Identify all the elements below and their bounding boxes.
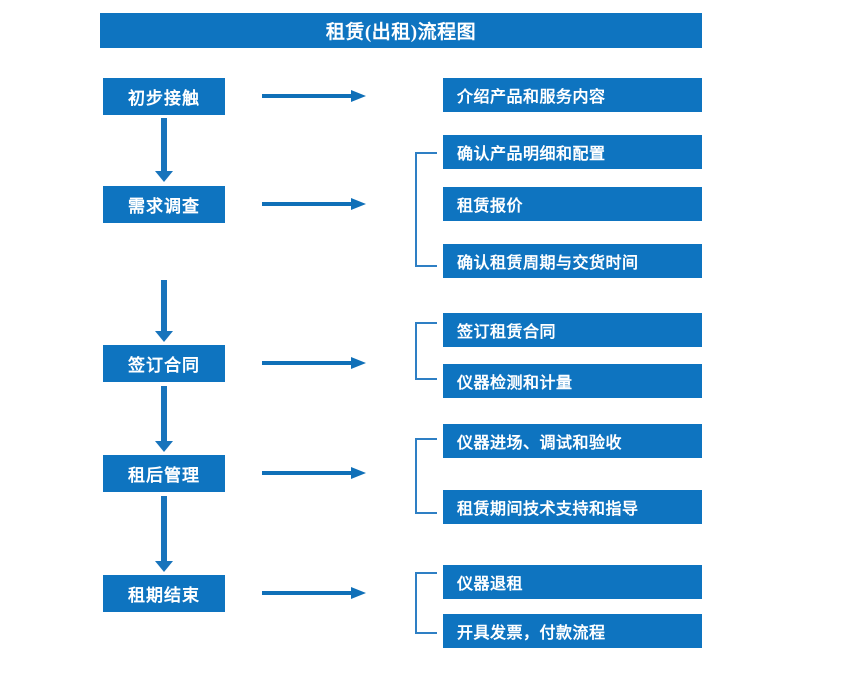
stage-box-2[interactable]: 需求调查	[103, 186, 225, 223]
arrow-shaft	[262, 591, 352, 595]
detail-box-5[interactable]: 签订租赁合同	[443, 313, 702, 347]
arrow-shaft	[262, 471, 352, 475]
detail-arrow-1	[262, 89, 366, 103]
detail-box-10[interactable]: 开具发票，付款流程	[443, 614, 702, 648]
arrow-head	[351, 467, 366, 479]
arrow-head	[155, 331, 173, 342]
stage-arrow-4-to-5	[155, 496, 173, 572]
arrow-head	[155, 441, 173, 452]
arrow-shaft	[161, 386, 167, 441]
detail-box-3[interactable]: 租赁报价	[443, 187, 702, 221]
bracket-group-4	[415, 572, 437, 634]
stage-arrow-3-to-4	[155, 386, 173, 452]
detail-box-2[interactable]: 确认产品明细和配置	[443, 135, 702, 169]
bracket-group-2	[415, 322, 437, 380]
stage-arrow-1-to-2	[155, 118, 173, 182]
detail-box-8[interactable]: 租赁期间技术支持和指导	[443, 490, 702, 524]
arrow-shaft	[161, 280, 167, 331]
detail-arrow-2	[262, 197, 366, 211]
detail-box-9[interactable]: 仪器退租	[443, 565, 702, 599]
bracket-group-1	[415, 152, 437, 267]
stage-box-1[interactable]: 初步接触	[103, 78, 225, 115]
detail-arrow-5	[262, 586, 366, 600]
arrow-head	[351, 587, 366, 599]
detail-arrow-3	[262, 356, 366, 370]
detail-box-7[interactable]: 仪器进场、调试和验收	[443, 424, 702, 458]
arrow-shaft	[262, 361, 352, 365]
arrow-head	[351, 198, 366, 210]
arrow-shaft	[262, 94, 352, 98]
bracket-group-3	[415, 438, 437, 514]
arrow-head	[155, 171, 173, 182]
arrow-shaft	[262, 202, 352, 206]
detail-box-6[interactable]: 仪器检测和计量	[443, 364, 702, 398]
arrow-shaft	[161, 118, 167, 171]
arrow-head	[351, 90, 366, 102]
stage-box-3[interactable]: 签订合同	[103, 345, 225, 382]
stage-arrow-2-to-3	[155, 280, 173, 342]
stage-box-4[interactable]: 租后管理	[103, 455, 225, 492]
detail-box-1[interactable]: 介绍产品和服务内容	[443, 78, 702, 112]
arrow-head	[155, 561, 173, 572]
arrow-head	[351, 357, 366, 369]
detail-arrow-4	[262, 466, 366, 480]
arrow-shaft	[161, 496, 167, 561]
flowchart-title: 租赁(出租)流程图	[100, 13, 702, 48]
stage-box-5[interactable]: 租期结束	[103, 575, 225, 612]
detail-box-4[interactable]: 确认租赁周期与交货时间	[443, 244, 702, 278]
